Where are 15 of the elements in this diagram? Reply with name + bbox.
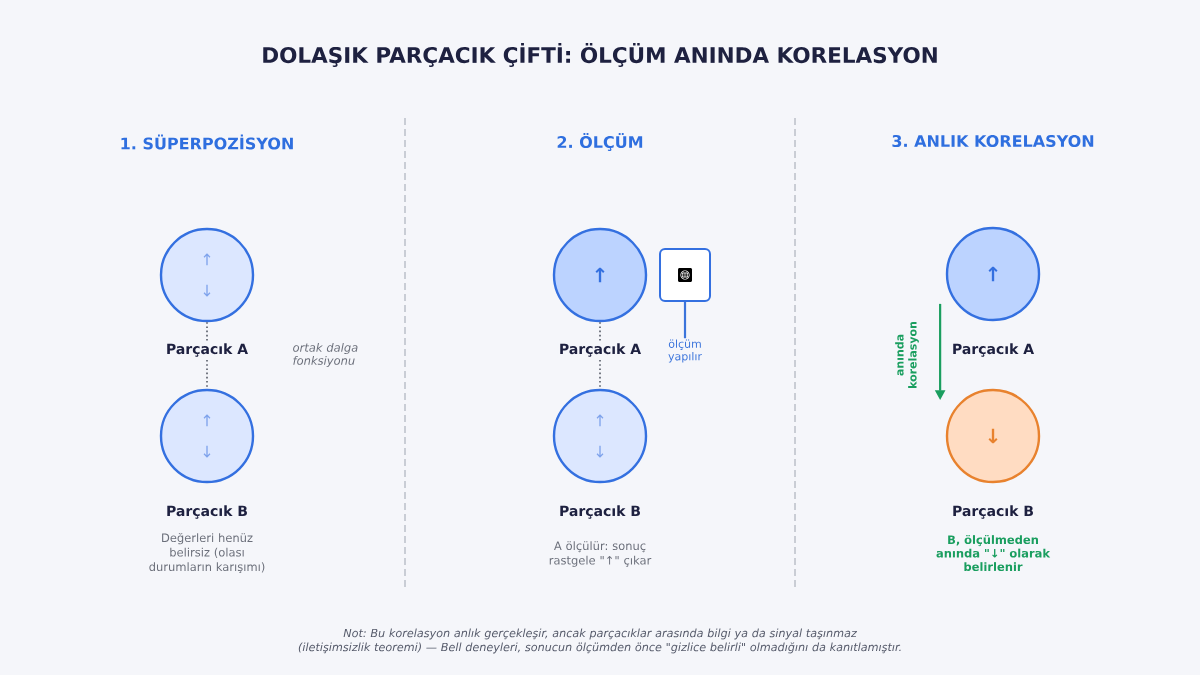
dotted-line bbox=[599, 321, 601, 390]
annotation-text: ortak dalga fonksiyonu bbox=[293, 342, 358, 368]
leader-line bbox=[683, 302, 687, 339]
description-text: B, ölçülmeden anında "↓" olarak belirlenir bbox=[936, 535, 1051, 572]
description-text: Değerleri henüz belirsiz (olası durumların karışımı) bbox=[149, 532, 265, 574]
measurement-box bbox=[659, 248, 711, 302]
note-text: ölçüm yapılır bbox=[668, 339, 702, 363]
description-text: A ölçülür: sonuç rastgele "↑" çıkar bbox=[549, 541, 652, 567]
title: DOLAŞIK PARÇACIK ÇİFTİ: ÖLÇÜM ANINDA KORELASYON bbox=[263, 42, 937, 68]
dotted-line bbox=[206, 321, 208, 390]
section-heading: 2. ÖLÇÜM bbox=[557, 133, 643, 151]
footnote: Not: Bu korelasyon anlık gerçekleşir, ancak parçacıklar arasında bilgi ya da sinyal taşınmaz (iletişimsizlik teoremi) — Bell deneyleri, sonucun ölçümden önce "gizlice belirli" olmadığını da kanıtlamıştır. bbox=[298, 628, 901, 654]
section-heading: 1. SÜPERPOZİSYON bbox=[121, 134, 293, 150]
edge-label: anında korelasyon bbox=[895, 322, 919, 388]
section-heading: 3. ANLIK KORELASYON bbox=[892, 134, 1094, 148]
